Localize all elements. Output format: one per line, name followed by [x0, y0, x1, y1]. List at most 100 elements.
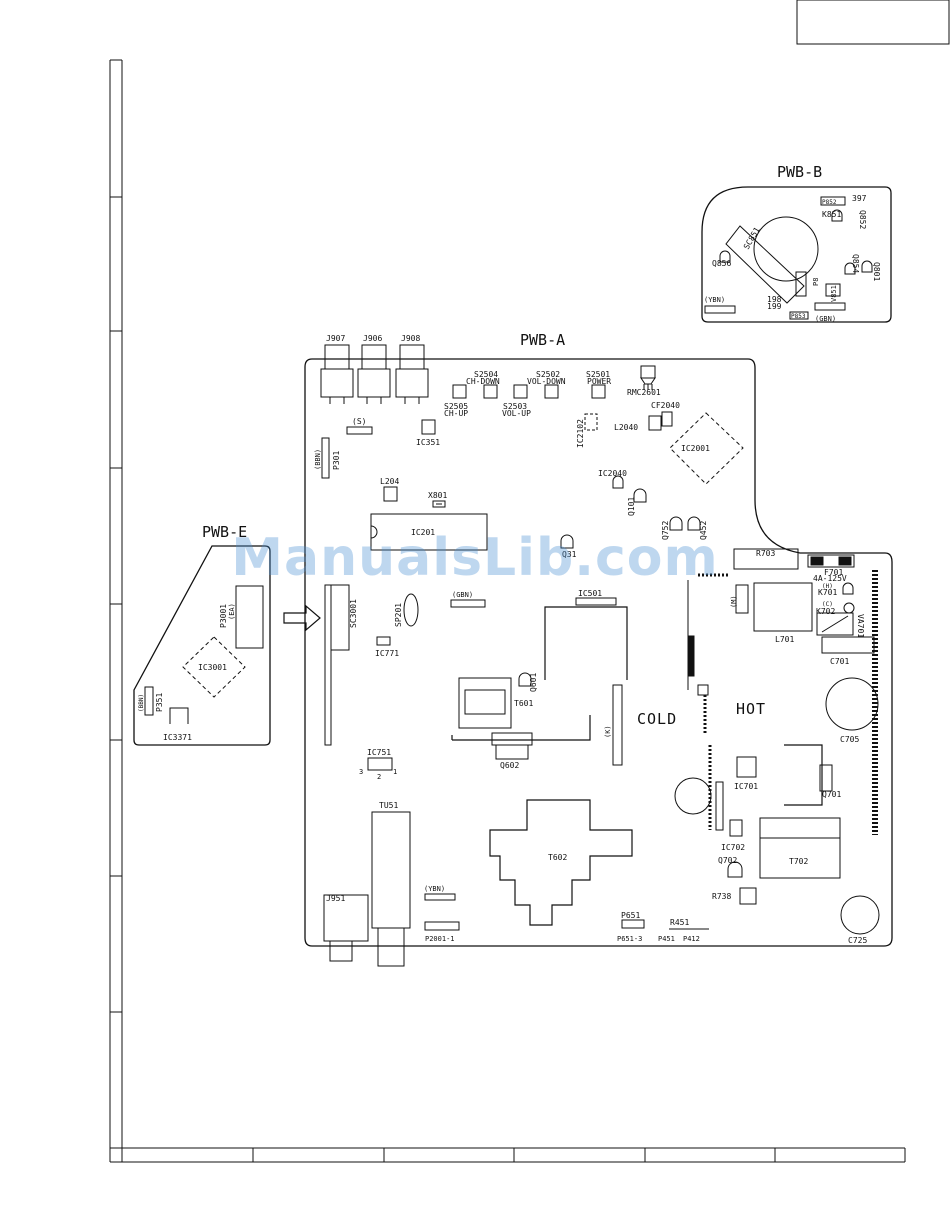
label-p451: P451: [658, 935, 675, 943]
label-vol-down: VOL-DOWN: [527, 377, 566, 386]
pwb-b-title: PWB-B: [777, 163, 822, 181]
label-power: POWER: [587, 377, 611, 386]
hot-zone-label: HOT: [736, 700, 766, 718]
label-p2001: P2001-1: [425, 935, 455, 943]
label-fuse-rating: 4A-125V: [813, 574, 847, 583]
label-q701: Q701: [822, 790, 841, 799]
label-l2040: L2040: [614, 423, 638, 432]
label-ic351: IC351: [416, 438, 440, 447]
label-199: 199: [767, 302, 782, 311]
label-ch-up: CH-UP: [444, 409, 468, 418]
label-ic2102: IC2102: [576, 419, 585, 448]
label-ea-connector: (EA): [228, 603, 236, 620]
label-p651-3: P651-3: [617, 935, 642, 943]
label-k851: K851: [822, 210, 841, 219]
label-q452: Q452: [699, 521, 708, 540]
label-ic702: IC702: [721, 843, 745, 852]
label-k-connector: (K): [604, 725, 612, 738]
label-pin1: 1: [393, 768, 397, 776]
pwb-e-title: PWB-E: [202, 523, 247, 541]
label-ic751: IC751: [367, 748, 391, 757]
label-x801: X801: [428, 491, 447, 500]
label-va701: VA701: [856, 614, 865, 638]
label-p853: P853: [791, 313, 806, 320]
label-q101: Q101: [627, 497, 636, 516]
label-h-connector: (H): [822, 583, 833, 590]
label-s2504: S2504: [474, 370, 498, 379]
label-q601: Q601: [529, 673, 538, 692]
label-ic3371: IC3371: [163, 733, 192, 742]
label-k702: K702: [816, 607, 835, 616]
label-ic201: IC201: [411, 528, 435, 537]
label-q856: Q856: [712, 259, 731, 268]
title-block-corner: [796, 0, 950, 45]
label-p3001: P3001: [219, 604, 228, 628]
label-t702: T702: [789, 857, 808, 866]
label-p351: P351: [155, 693, 164, 712]
label-j907: J907: [326, 334, 345, 343]
pwb-a-title: PWB-A: [520, 331, 565, 349]
label-c725: C725: [848, 936, 867, 945]
label-t602: T602: [548, 853, 567, 862]
label-ic2001: IC2001: [681, 444, 710, 453]
label-q702: Q702: [718, 856, 737, 865]
label-s2503: S2503: [503, 402, 527, 411]
label-j906: J906: [363, 334, 382, 343]
label-bbn: (BBN): [314, 449, 322, 470]
label-sc3001: SC3001: [349, 599, 358, 628]
label-q31: Q31: [562, 550, 577, 559]
cold-zone-label: COLD: [637, 710, 677, 728]
label-198: 198: [767, 295, 782, 304]
label-j951: J951: [326, 894, 345, 903]
label-ybn-a: (YBN): [424, 885, 445, 893]
label-l204: L204: [380, 477, 399, 486]
label-397: 397: [852, 194, 867, 203]
label-bbn-e: (BBN): [138, 694, 145, 712]
label-q801: Q801: [872, 262, 881, 281]
label-ic2040: IC2040: [598, 469, 627, 478]
label-pin2: 2: [377, 773, 381, 781]
pwb-e-outline: [133, 545, 271, 746]
label-pin3: 3: [359, 768, 363, 776]
label-r703: R703: [756, 549, 775, 558]
label-q602: Q602: [500, 761, 519, 770]
label-q854: Q854: [851, 254, 860, 273]
label-c705: C705: [840, 735, 859, 744]
label-q752: Q752: [661, 521, 670, 540]
label-c-connector: (C): [822, 601, 833, 608]
label-c701: C701: [830, 657, 849, 666]
pwb-a-outline: [304, 358, 893, 947]
label-sc851: SC851: [742, 225, 762, 251]
label-r738: R738: [712, 892, 731, 901]
label-ic501: IC501: [578, 589, 602, 598]
label-tu51: TU51: [379, 801, 398, 810]
label-l701: L701: [775, 635, 794, 644]
label-t601: T601: [514, 699, 533, 708]
label-rmc2601: RMC2601: [627, 388, 661, 397]
label-gbn-a: (GBN): [452, 591, 473, 599]
label-v851: V851: [830, 285, 838, 302]
pwb-b-outline: [701, 186, 892, 323]
label-r451: R451: [670, 918, 689, 927]
label-cf2040: CF2040: [651, 401, 680, 410]
label-ic701: IC701: [734, 782, 758, 791]
label-ch-down: CH-DOWN: [466, 377, 500, 386]
label-p412: P412: [683, 935, 700, 943]
connection-arrow: [283, 604, 321, 632]
label-p301: P301: [332, 451, 341, 470]
label-ic3001: IC3001: [198, 663, 227, 672]
label-sp201: SP201: [394, 603, 403, 627]
label-s2505: S2505: [444, 402, 468, 411]
label-p8: P8: [812, 278, 820, 286]
label-ic771: IC771: [375, 649, 399, 658]
label-j908: J908: [401, 334, 420, 343]
label-p852: P852: [822, 199, 837, 206]
label-k701: K701: [818, 588, 837, 597]
label-p651: P651: [621, 911, 640, 920]
label-ybn-b: (YBN): [704, 296, 725, 304]
label-vol-up: VOL-UP: [502, 409, 531, 418]
label-q852: Q852: [858, 210, 867, 229]
label-s2502: S2502: [536, 370, 560, 379]
label-s-connector: (S): [352, 417, 366, 426]
